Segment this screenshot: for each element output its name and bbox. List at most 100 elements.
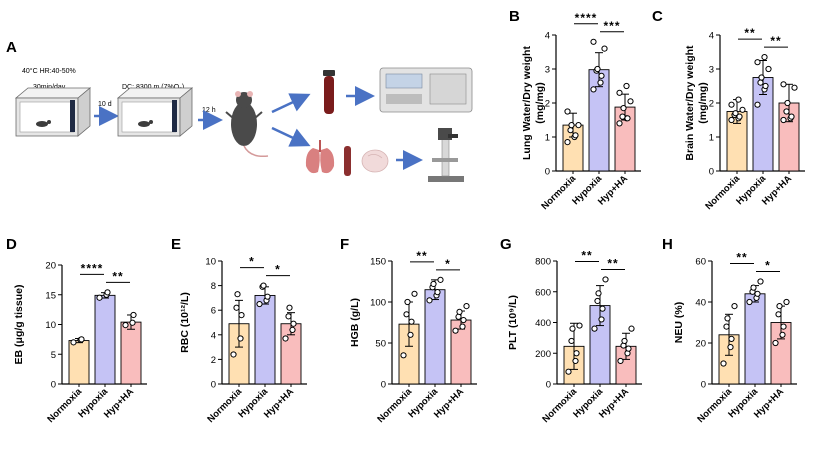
data-point (728, 101, 735, 108)
data-point (289, 326, 296, 333)
significance-label: ** (744, 26, 755, 40)
data-point (130, 311, 137, 319)
significance-label: **** (575, 11, 598, 25)
data-point (788, 113, 795, 120)
y-tick-label: 0 (545, 167, 550, 178)
data-point (434, 289, 441, 296)
data-point (260, 282, 267, 289)
y-tick-label: 0 (701, 380, 706, 391)
data-point (237, 335, 244, 342)
data-point (783, 108, 790, 115)
data-point (411, 290, 418, 297)
data-point (780, 323, 787, 330)
data-point (619, 113, 626, 120)
data-point (776, 303, 783, 310)
y-tick-label: 1 (709, 133, 714, 144)
y-tick-label: 600 (535, 287, 551, 298)
y-tick-label: 60 (695, 257, 706, 268)
panel-a-schematic: A 40°C HR:40-50% 30min/day 10 d DC: 8300… (6, 39, 473, 182)
data-point (720, 360, 727, 367)
y-tick-label: 1 (545, 133, 550, 144)
data-point (762, 82, 769, 90)
category-label-normoxia: Normoxia (539, 173, 578, 212)
chamber-2-icon (116, 87, 194, 137)
data-point (129, 319, 136, 326)
data-point (575, 122, 582, 129)
bar-hypoxia (424, 289, 446, 385)
data-point (576, 322, 583, 329)
data-point (590, 38, 597, 45)
y-axis-label-units: (mg/mg) (697, 82, 709, 123)
conditioning-text-2: 30min/day (33, 84, 66, 91)
data-point (625, 345, 632, 352)
bar-hyp-ha (120, 321, 142, 385)
data-point (238, 312, 245, 319)
data-point (568, 122, 575, 129)
data-point (765, 65, 772, 73)
bar-hypoxia (254, 294, 276, 385)
data-point (780, 116, 787, 124)
data-point (598, 72, 605, 79)
data-point (616, 120, 623, 127)
data-point (569, 325, 576, 332)
data-point (122, 321, 129, 329)
panel-label-e: E (171, 236, 181, 253)
data-point (739, 106, 746, 113)
y-tick-label: 150 (370, 257, 386, 268)
data-point (772, 339, 779, 347)
data-point (285, 313, 292, 320)
significance-label: * (275, 263, 281, 277)
y-tick-label: 6 (211, 306, 216, 317)
y-tick-label: 4 (545, 31, 550, 42)
data-point (567, 127, 574, 134)
data-point (731, 303, 738, 310)
data-point (728, 116, 735, 124)
data-point (616, 89, 623, 96)
data-point (408, 318, 415, 325)
significance-label: ** (112, 269, 123, 283)
chamber-1-icon (14, 87, 92, 137)
data-point (564, 108, 571, 115)
step-label-1: 10 d (98, 101, 112, 108)
data-point (601, 45, 608, 52)
y-tick-label: 800 (535, 257, 551, 268)
data-point (750, 284, 757, 291)
significance-label: ** (736, 251, 747, 265)
data-point (565, 368, 572, 375)
y-tick-label: 2 (709, 99, 714, 110)
mouse-icon (225, 91, 269, 158)
data-point (595, 290, 602, 297)
y-tick-label: 10 (205, 257, 216, 268)
y-axis-label: EB (μg/g tissue) (13, 285, 25, 365)
y-tick-label: 50 (375, 339, 386, 350)
category-label-normoxia: Normoxia (45, 386, 84, 425)
data-point (628, 325, 635, 332)
data-point (233, 304, 240, 311)
panel-label-c: C (652, 8, 663, 25)
microscope-icon (428, 128, 464, 182)
data-point (754, 59, 761, 66)
data-point (624, 115, 631, 122)
data-point (591, 325, 598, 332)
significance-label: ** (581, 248, 592, 262)
data-point (407, 331, 414, 338)
data-point (78, 336, 85, 343)
data-point (230, 351, 237, 358)
data-point (723, 323, 730, 330)
data-point (757, 79, 764, 86)
y-tick-label: 2 (545, 99, 550, 110)
panel-label-f: F (340, 236, 349, 253)
y-tick-label: 200 (535, 349, 551, 360)
data-point (564, 139, 571, 146)
bar-normoxia (68, 340, 90, 385)
data-point (459, 323, 466, 330)
data-point (256, 300, 263, 308)
y-axis-label: NEU (%) (673, 302, 685, 343)
y-tick-label: 0 (546, 380, 551, 391)
data-point (403, 311, 410, 318)
data-point (627, 98, 634, 105)
